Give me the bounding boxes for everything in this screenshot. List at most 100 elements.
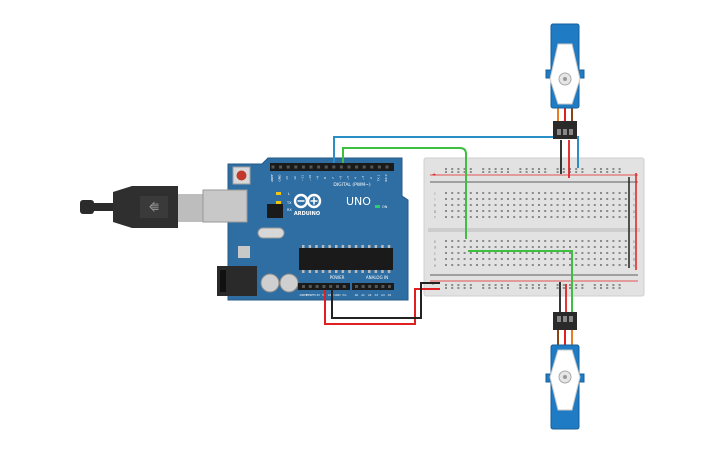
rail-hole[interactable] [488,168,491,170]
breadboard-hole[interactable] [624,252,627,254]
breadboard-hole[interactable] [457,210,460,212]
breadboard-hole[interactable] [476,246,478,248]
rail-hole[interactable] [469,287,472,289]
breadboard-hole[interactable] [494,204,497,206]
breadboard-hole[interactable] [587,264,590,266]
wire-red-5v[interactable] [324,288,440,325]
breadboard-hole[interactable] [587,210,590,212]
breadboard-hole[interactable] [569,198,571,200]
breadboard-hole[interactable] [469,204,472,206]
breadboard-hole[interactable] [451,216,454,218]
rail-hole[interactable] [562,284,565,286]
breadboard-hole[interactable] [519,240,522,242]
breadboard-hole[interactable] [531,264,534,266]
breadboard-hole[interactable] [581,246,584,248]
breadboard-hole[interactable] [600,210,602,212]
breadboard-hole[interactable] [612,210,615,212]
breadboard-hole[interactable] [538,216,540,218]
breadboard-hole[interactable] [612,240,615,242]
digital-pin-hole[interactable] [294,165,298,169]
rail-hole[interactable] [531,287,534,289]
analog-pin-hole[interactable] [368,285,372,288]
breadboard-hole[interactable] [531,192,534,194]
breadboard-hole[interactable] [482,204,485,206]
breadboard-hole[interactable] [556,240,559,242]
rail-hole[interactable] [445,287,447,289]
breadboard-hole[interactable] [531,240,534,242]
breadboard-hole[interactable] [476,192,478,194]
breadboard-hole[interactable] [451,252,454,254]
breadboard-hole[interactable] [482,246,485,248]
breadboard-hole[interactable] [556,252,559,254]
rail-hole[interactable] [451,168,454,170]
rail-hole[interactable] [488,287,491,289]
rail-hole[interactable] [556,168,559,170]
breadboard-hole[interactable] [618,258,621,260]
breadboard-hole[interactable] [612,216,615,218]
breadboard-hole[interactable] [469,192,472,194]
rail-hole[interactable] [500,284,503,286]
rail-hole[interactable] [562,168,565,170]
breadboard-hole[interactable] [445,192,447,194]
rail-hole[interactable] [451,287,454,289]
breadboard-hole[interactable] [457,258,460,260]
breadboard-hole[interactable] [531,252,534,254]
breadboard-hole[interactable] [451,246,454,248]
breadboard-hole[interactable] [538,210,540,212]
breadboard-hole[interactable] [513,252,516,254]
breadboard-hole[interactable] [544,252,547,254]
power-pin-hole[interactable] [315,285,319,288]
rail-hole[interactable] [463,287,466,289]
breadboard-hole[interactable] [494,192,497,194]
digital-pin-hole[interactable] [370,165,374,169]
breadboard-hole[interactable] [488,192,491,194]
breadboard-hole[interactable] [500,264,503,266]
breadboard-hole[interactable] [519,192,522,194]
breadboard-hole[interactable] [575,264,578,266]
breadboard-hole[interactable] [562,258,565,260]
rail-hole[interactable] [556,171,559,173]
rail-hole[interactable] [482,284,485,286]
breadboard-hole[interactable] [562,264,565,266]
breadboard-hole[interactable] [445,246,447,248]
breadboard-hole[interactable] [569,204,571,206]
breadboard-hole[interactable] [593,210,596,212]
breadboard-hole[interactable] [519,246,522,248]
breadboard-hole[interactable] [513,264,516,266]
breadboard-hole[interactable] [618,246,621,248]
power-pin-hole[interactable] [336,285,339,288]
breadboard-hole[interactable] [525,216,528,218]
breadboard-hole[interactable] [538,246,540,248]
breadboard-hole[interactable] [550,252,553,254]
rail-hole[interactable] [569,168,571,170]
breadboard-hole[interactable] [624,246,627,248]
breadboard-hole[interactable] [562,252,565,254]
breadboard-hole[interactable] [562,246,565,248]
rail-hole[interactable] [494,284,497,286]
rail-hole[interactable] [469,284,472,286]
rail-hole[interactable] [575,284,578,286]
breadboard-hole[interactable] [569,192,571,194]
breadboard-hole[interactable] [488,204,491,206]
rail-hole[interactable] [457,287,460,289]
breadboard-hole[interactable] [488,264,491,266]
breadboard-hole[interactable] [469,258,472,260]
breadboard-hole[interactable] [457,264,460,266]
breadboard-hole[interactable] [494,258,497,260]
breadboard-hole[interactable] [624,204,627,206]
digital-pin-hole[interactable] [309,165,313,169]
breadboard-hole[interactable] [562,198,565,200]
breadboard-hole[interactable] [569,258,571,260]
rail-hole[interactable] [500,171,503,173]
breadboard-hole[interactable] [544,210,547,212]
breadboard-hole[interactable] [562,210,565,212]
breadboard-hole[interactable] [525,246,528,248]
breadboard-hole[interactable] [457,252,460,254]
breadboard-hole[interactable] [624,216,627,218]
rail-hole[interactable] [445,284,447,286]
breadboard-hole[interactable] [476,216,478,218]
breadboard-hole[interactable] [593,198,596,200]
breadboard-hole[interactable] [556,216,559,218]
rail-hole[interactable] [500,287,503,289]
breadboard-hole[interactable] [494,252,497,254]
